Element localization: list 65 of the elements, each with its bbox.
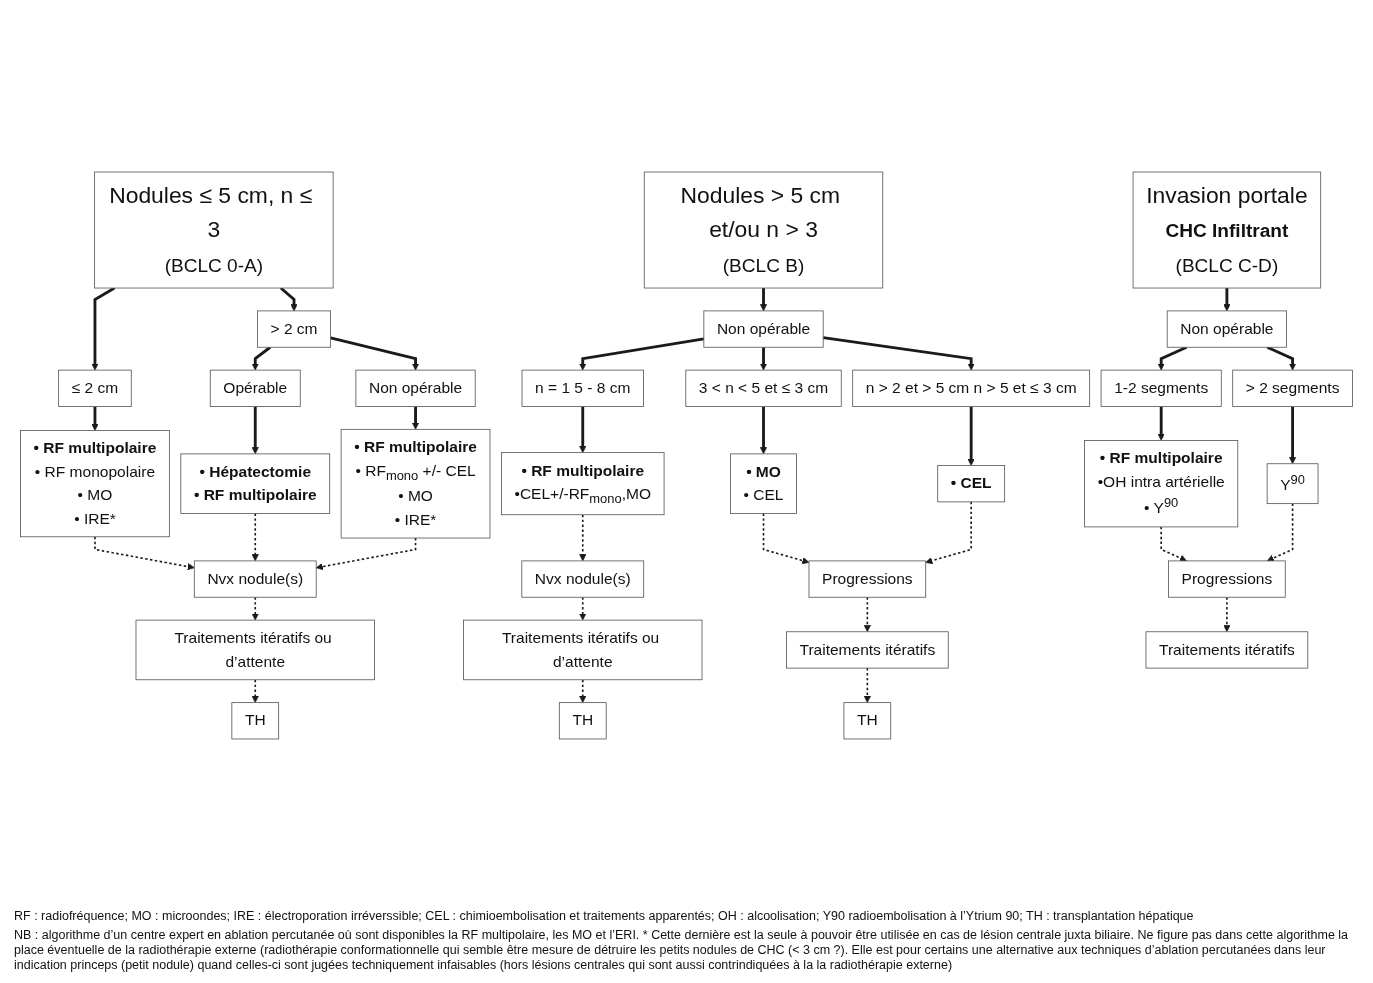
arrow: [251, 678, 259, 703]
arrow: [251, 596, 259, 621]
arrow: [1266, 502, 1294, 562]
node-box: • RF multipolaire •OH intra artérielle • Y$^{90}$: [1084, 440, 1239, 528]
arrow: [579, 596, 587, 621]
node-box: • Hépatectomie • RF multipolaire: [180, 453, 331, 514]
arrow: [251, 346, 272, 371]
node-box: Traitements itératifs ou d’attente: [463, 619, 703, 681]
node-box: > 2 segments: [1232, 369, 1353, 407]
node-box: • RF multipolaire •CEL+/-RF$_{mono}$,MO: [501, 452, 665, 516]
arrow: [1289, 406, 1297, 465]
arrow: [251, 512, 259, 562]
arrow: [759, 288, 768, 312]
arrow: [1223, 596, 1231, 633]
arrow: [925, 501, 972, 565]
node-box: n = 1 5 - 8 cm: [521, 369, 644, 407]
arrow: [579, 513, 587, 562]
node-box: TH: [843, 702, 892, 740]
node-box: Non opérable: [355, 369, 476, 407]
node-box: n > 2 et > 5 cm n > 5 et ≤ 3 cm: [852, 369, 1091, 407]
node-box: Progressions: [808, 560, 927, 598]
footnote: RF : radiofréquence; MO : microondes; IRE : électroporation irréverssible; CEL : chimioembolisation et traitements apparentés; OH : alcoolisation; Y90 radioembolisation à l’Ytrium 90; TH : transplantation hépatique: [14, 909, 1195, 924]
node-box: Traitements itératifs: [1145, 631, 1309, 669]
node-box: TH: [558, 702, 607, 740]
arrow: [330, 336, 420, 371]
node-box: Opérable: [209, 369, 301, 407]
node-box: > 2 cm: [257, 310, 331, 348]
node-box: Nodules > 5 cm et/ou n > 3 (BCLC B): [643, 171, 884, 289]
node-box: 1-2 segments: [1100, 369, 1222, 407]
node-box: TH: [231, 702, 280, 740]
arrow: [1160, 526, 1187, 562]
node-box: 3 < n < 5 et ≤ 3 cm: [685, 369, 842, 407]
arrow: [579, 406, 587, 453]
arrow: [863, 596, 871, 633]
arrow: [762, 512, 810, 565]
node-box: Y$^{90}$: [1266, 463, 1319, 505]
arrow: [251, 406, 259, 455]
node-box: Traitements itératifs ou d’attente: [135, 619, 375, 681]
node-box: • RF multipolaire • RF monopolaire • MO • IRE*: [20, 430, 170, 538]
node-box: Traitements itératifs: [786, 631, 949, 669]
arrow: [91, 406, 99, 431]
node-box: Progressions: [1168, 560, 1286, 598]
arrow: [579, 337, 705, 371]
node-box: ≤ 2 cm: [58, 369, 132, 407]
arrow: [94, 535, 195, 571]
node-box: • MO • CEL: [730, 453, 797, 514]
node-box: • RF multipolaire • RF$_{mono}$ +/- CEL • MO • IRE*: [340, 428, 491, 539]
arrow: [967, 406, 975, 466]
node-box: Non opérable: [1166, 310, 1287, 348]
footnote: NB : algorithme d’un centre expert en ablation percutanée où sont disponibles la RF multipolaire, les MO et l’ERI. * Cette dernière est la seule à pouvoir être utilisée en cas de lésion centrale juxta biliaire. Ne figure pas dans cette algorithme la place éventuelle de la radiothérapie externe (radiothérapie conformationnelle qui semble être mesure de détruire les petits nodules de CHC (< 3 cm ?). Elle est pour certains une alternative aux techniques d’ablation percutanées dans leur indication princeps (petit nodule) quand celles-ci sont jugées techniquement infaisables (hors lésions centrales qui sont aussi contrindiquées à la la radiothérapie externe): [14, 928, 1350, 973]
node-box: Nvx nodule(s): [193, 560, 317, 598]
node-box: Invasion portale CHC Infiltrant (BCLC C-D): [1132, 171, 1322, 289]
arrow: [759, 406, 768, 455]
node-box: Nodules ≤ 5 cm, n ≤ 3 (BCLC 0-A): [94, 171, 334, 289]
node-box: Non opérable: [703, 310, 824, 348]
arrow: [863, 667, 871, 703]
arrow: [1157, 406, 1165, 441]
arrow: [759, 347, 768, 371]
node-box: • CEL: [937, 465, 1006, 503]
arrow: [1223, 288, 1231, 312]
node-box: Nvx nodule(s): [521, 560, 645, 598]
arrow: [579, 678, 587, 703]
arrow: [315, 537, 417, 571]
arrow: [822, 336, 975, 371]
arrow: [411, 406, 420, 430]
